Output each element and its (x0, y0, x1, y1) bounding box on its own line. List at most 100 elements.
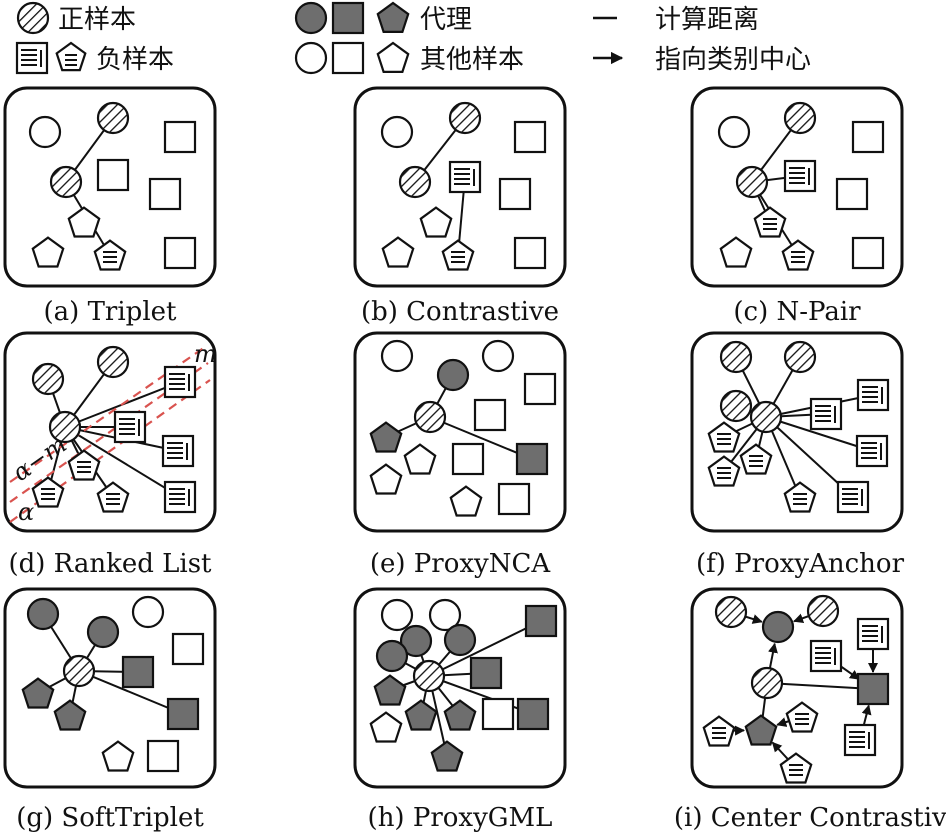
legend-negative-label: 负样本 (96, 45, 174, 75)
h-proxy-circle (443, 623, 477, 657)
caption-b: (b) Contrastive (361, 297, 559, 327)
i-center-circle (761, 610, 795, 644)
g-proxy-pentagon (21, 677, 55, 709)
legend-negative: 负样本 (15, 41, 174, 75)
b-other-square (513, 236, 547, 270)
legend-proxy-label: 代理 (420, 5, 472, 35)
b-negative-pentagon (441, 239, 475, 271)
g-line (78, 670, 184, 715)
proxy-square-icon (331, 1, 365, 35)
a-other-square (163, 236, 197, 270)
e-other-circle (380, 339, 414, 373)
h-line (428, 675, 534, 715)
h-proxy-square (516, 697, 550, 731)
g-other-square (146, 739, 180, 773)
c-other-circle (717, 115, 751, 149)
e-anchor-sample (413, 400, 447, 434)
a-other-square (163, 120, 197, 154)
g-proxy-circle (26, 597, 60, 631)
caption-c: (c) N-Pair (733, 297, 861, 327)
legend-positive-label: 正样本 (58, 5, 136, 35)
e-line-proxy (429, 416, 533, 460)
f-anchor-sample (749, 400, 783, 434)
d-negative-square (163, 365, 197, 399)
c-negative-pentagon (781, 239, 815, 271)
b-other-square (513, 120, 547, 154)
negative-square-icon (15, 41, 49, 75)
f-line (765, 416, 873, 452)
legend-distance-label: 计算距离 (655, 5, 759, 35)
i-negative-square (809, 639, 843, 673)
captions: (a) Triplet (b) Contrastive (c) N-Pair (… (8, 297, 946, 833)
a-other-square (96, 158, 130, 192)
a-other-pentagon (31, 236, 65, 268)
e-proxy-circle (436, 358, 470, 392)
i-positive-sample (714, 595, 748, 629)
legend-other: 其他样本 (294, 41, 524, 75)
e-other-circle (481, 339, 515, 373)
caption-e: (e) ProxyNCA (370, 549, 552, 579)
e-other-square (451, 442, 485, 476)
d-negative-square (161, 434, 195, 468)
h-other-pentagon (369, 711, 403, 743)
h-proxy-pentagon (430, 740, 464, 772)
i-line-anchor-center (766, 682, 874, 690)
e-other-pentagon (403, 443, 437, 475)
d-negative-square (163, 480, 197, 514)
f-negative-square (836, 480, 870, 514)
c-other-square (851, 120, 885, 154)
a-positive-sample (96, 101, 130, 135)
h-proxy-square (469, 656, 503, 690)
g-proxy-square (166, 697, 200, 731)
a-negative-pentagon (93, 239, 127, 271)
i-negative-pentagon (779, 752, 813, 784)
h-proxy-circle (375, 639, 409, 673)
d-negative-pentagon (67, 449, 101, 481)
h-proxy-pentagon (404, 699, 438, 731)
positive-sample-icon (16, 1, 50, 35)
b-anchor-sample (398, 165, 432, 199)
legend-positive: 正样本 (16, 1, 136, 35)
e-other-square (497, 482, 531, 516)
b-negative-square (448, 160, 482, 194)
i-negative-square (856, 617, 890, 651)
caption-i: (i) Center Contrastive (674, 803, 946, 833)
h-proxy-circle (399, 624, 433, 658)
margin-label-m: m (194, 340, 217, 368)
g-other-pentagon (101, 740, 135, 772)
c-anchor-sample (735, 165, 769, 199)
d-line (64, 426, 181, 498)
i-center-pentagon (744, 714, 778, 746)
f-negative-square (855, 434, 889, 468)
b-other-square (498, 177, 532, 211)
h-proxy-square (524, 604, 558, 638)
g-other-circle (131, 595, 165, 629)
c-other-pentagon (719, 236, 753, 268)
i-negative-pentagon (785, 701, 819, 733)
panel-e-box (353, 331, 567, 533)
h-proxy-pentagon (373, 674, 407, 706)
f-positive-sample (783, 340, 817, 374)
caption-d: (d) Ranked List (8, 549, 212, 579)
g-other-square (171, 632, 205, 666)
c-positive-sample (783, 101, 817, 135)
b-other-circle (380, 115, 414, 149)
h-proxy-pentagon (443, 699, 477, 731)
d-negative-pentagon (96, 481, 130, 513)
e-other-square (523, 372, 557, 406)
h-other-circle (380, 598, 414, 632)
e-other-square (473, 398, 507, 432)
e-proxy-square (515, 442, 549, 476)
a-other-pentagon (67, 206, 101, 238)
caption-a: (a) Triplet (44, 297, 177, 327)
h-other-circle (428, 598, 462, 632)
f-negative-pentagon (739, 443, 773, 475)
b-positive-sample (448, 101, 482, 135)
e-proxy-pentagon (369, 421, 403, 453)
f-positive-sample (719, 389, 753, 423)
g-proxy-pentagon (53, 699, 87, 731)
i-positive-sample (806, 594, 840, 628)
g-proxy-circle (86, 615, 120, 649)
i-negative-square (843, 723, 877, 757)
